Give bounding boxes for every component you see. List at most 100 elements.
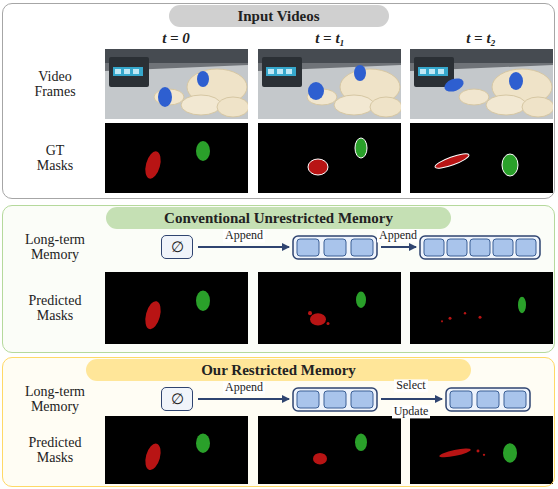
video-frames: [197, 71, 209, 87]
predicted-masks-conventional: [479, 316, 482, 319]
video-frames: [105, 49, 249, 119]
memory-boxes: [351, 239, 373, 256]
video-frames: [410, 49, 554, 119]
video-frames: [410, 49, 554, 119]
predicted-masks-conventional: [308, 311, 312, 315]
gt-masks: [258, 123, 401, 193]
memory-boxes: [424, 239, 444, 256]
arrow-label: Select: [394, 379, 427, 392]
memory-arrows: [381, 398, 442, 400]
memory-boxes: [447, 239, 467, 256]
gt-masks: [502, 154, 518, 176]
predicted-masks-conventional: [449, 317, 452, 320]
arrow-label: Append: [377, 229, 419, 242]
arrow-label: Append: [223, 229, 265, 242]
video-frames: [258, 49, 402, 119]
row-label: Predicted Masks: [20, 293, 90, 324]
predicted-masks-conventional: [143, 299, 164, 331]
time-header: t = 0: [162, 30, 190, 47]
memory-boxes: [351, 391, 373, 408]
predicted-masks-conventional: [410, 272, 553, 344]
predicted-masks-ours: [105, 416, 553, 484]
predicted-masks-conventional: [441, 320, 443, 322]
label-anchor: Update: [381, 405, 441, 418]
predicted-masks-ours: [258, 416, 401, 484]
predicted-masks-conventional: [410, 272, 553, 344]
memory-panel: Our Restricted Memory ∅: [2, 357, 555, 487]
predicted-masks-conventional: [327, 322, 330, 325]
predicted-masks-ours: [143, 442, 164, 472]
video-frames: [308, 82, 324, 100]
predicted-masks-ours: [439, 447, 472, 459]
panel-title: Conventional Unrestricted Memory: [106, 207, 451, 229]
predicted-masks-conventional: [105, 272, 248, 344]
memory-boxes: [420, 236, 540, 259]
memory-boxes: [504, 391, 526, 408]
label-anchor: Append: [214, 381, 274, 394]
memory-boxes: [516, 239, 536, 256]
memory-panel: Conventional Unrestricted Memory ∅: [2, 205, 555, 353]
label-anchor: GT Masks: [33, 143, 78, 174]
label-anchor: Long-term Memory: [18, 384, 93, 415]
video-frames: [158, 87, 172, 107]
label-anchor: Long-term Memory: [18, 232, 93, 263]
gt-masks: [143, 150, 164, 181]
memory-boxes: [493, 239, 513, 256]
memory-boxes: [446, 388, 530, 411]
memory-boxes: [450, 391, 472, 408]
time-header: t = t₁: [315, 30, 345, 47]
predicted-masks-conventional: [105, 272, 553, 344]
memory-boxes: [293, 388, 377, 411]
predicted-masks-conventional: [356, 292, 366, 308]
video-frames: [443, 76, 466, 94]
arrow-label: Append: [223, 381, 265, 394]
row-label: Long-term Memory: [18, 232, 93, 263]
video-frames: [105, 49, 249, 119]
predicted-masks-ours: [410, 416, 553, 484]
predicted-masks-conventional: [258, 272, 401, 344]
gt-masks: [258, 123, 401, 193]
memory-boxes: [477, 391, 499, 408]
row-label: Video Frames: [25, 69, 85, 100]
panel-tints: [2, 205, 555, 487]
row-label: Predicted Masks: [20, 435, 90, 466]
panel-tints: [2, 205, 555, 353]
gt-masks: [105, 123, 248, 193]
predicted-masks-conventional: [258, 272, 401, 344]
memory-box: ∅: [161, 235, 193, 259]
video-frames: [105, 49, 554, 119]
predicted-masks-conventional: [464, 312, 466, 314]
gt-masks: [196, 141, 210, 161]
predicted-masks-ours: [105, 416, 248, 484]
memory-boxes: [293, 236, 540, 411]
label-anchor: Append: [214, 229, 274, 242]
predicted-masks-conventional: [310, 313, 326, 325]
label-anchor: t = 0: [131, 30, 221, 47]
label-anchor: t = t₂: [436, 30, 526, 47]
memory-boxes: [297, 391, 319, 408]
gt-masks: [410, 123, 553, 193]
panel-title: Our Restricted Memory: [86, 359, 471, 381]
video-frames: [354, 65, 366, 81]
memory-boxes: [324, 239, 346, 256]
memory-box: ∅: [161, 387, 193, 411]
panel-title: Input Videos: [169, 5, 389, 27]
gt-masks: [434, 151, 471, 171]
gt-masks: [105, 123, 248, 193]
row-label: Long-term Memory: [18, 384, 93, 415]
predicted-masks-ours: [410, 416, 553, 484]
gt-masks: [308, 159, 328, 175]
predicted-masks-conventional: [518, 297, 526, 313]
predicted-masks-conventional: [196, 291, 210, 312]
predicted-masks-ours: [503, 443, 517, 462]
empty-set-symbol: ∅: [171, 392, 184, 407]
predicted-masks-ours: [355, 433, 367, 450]
video-frames: [509, 72, 523, 90]
panel-tints: [2, 357, 555, 487]
memory-boxes: [324, 391, 346, 408]
predicted-masks-ours: [477, 450, 480, 453]
predicted-masks-conventional: [105, 272, 248, 344]
gt-masks: [355, 138, 367, 158]
